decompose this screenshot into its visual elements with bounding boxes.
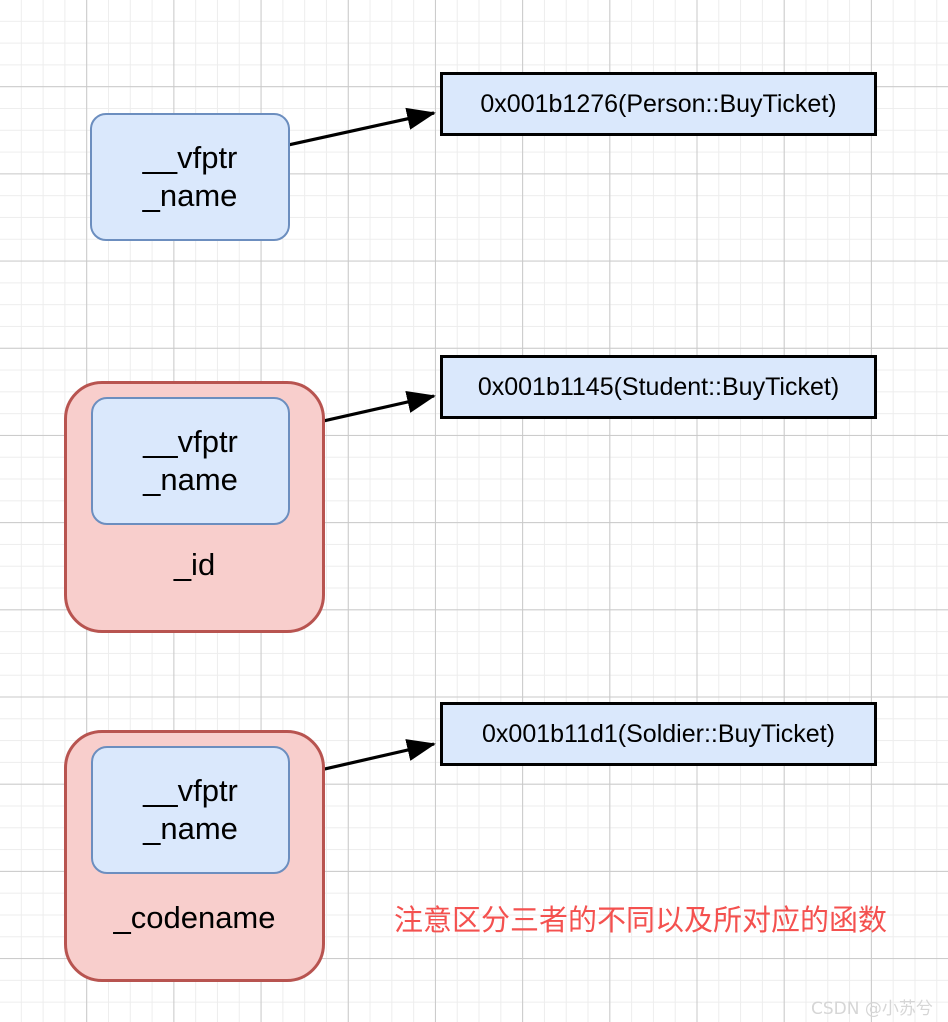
function-box-person: 0x001b1276(Person::BuyTicket)	[440, 72, 877, 136]
member-vfptr: __vfptr	[143, 424, 238, 460]
member-name: _name	[143, 462, 238, 497]
member-name: _name	[143, 811, 238, 846]
watermark: CSDN @小苏兮	[811, 999, 933, 1019]
member-id: _id	[173, 547, 216, 582]
member-codename: _codename	[113, 900, 276, 935]
annotation-note: 注意区分三者的不同以及所对应的函数	[394, 903, 888, 937]
object-person-inner-block: __vfptr _name	[90, 113, 290, 241]
object-soldier-inner-block: __vfptr _name	[91, 746, 290, 874]
object-student-inner-block: __vfptr _name	[91, 397, 290, 525]
function-box-student: 0x001b1145(Student::BuyTicket)	[440, 355, 877, 419]
member-vfptr: __vfptr	[143, 773, 238, 809]
function-box-person-label: 0x001b1276(Person::BuyTicket)	[480, 89, 837, 118]
function-box-soldier: 0x001b11d1(Soldier::BuyTicket)	[440, 702, 877, 766]
member-name: _name	[142, 178, 238, 213]
function-box-soldier-label: 0x001b11d1(Soldier::BuyTicket)	[482, 719, 835, 748]
member-vfptr: __vfptr	[142, 140, 238, 176]
function-box-student-label: 0x001b1145(Student::BuyTicket)	[477, 372, 840, 401]
